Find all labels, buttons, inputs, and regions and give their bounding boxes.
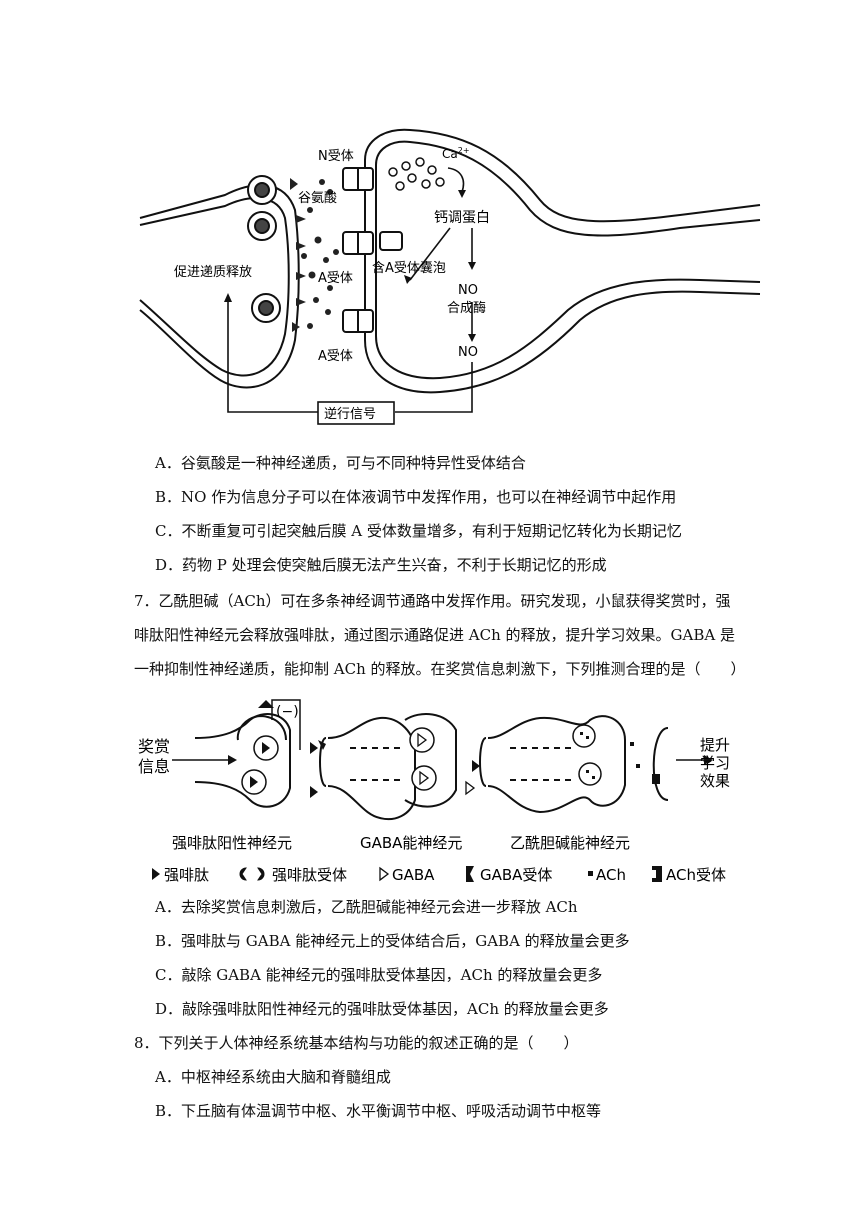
q6-option-a: A．谷氨酸是一种神经递质，可与不同种特异性受体结合	[155, 454, 526, 472]
q7-stem-line-1: 7．乙酰胆碱（ACh）可在多条神经调节通路中发挥作用。研究发现，小鼠获得奖赏时，…	[134, 592, 731, 610]
legend-dynorphin-label: 强啡肽	[164, 866, 209, 884]
q6-option-c: C．不断重复可引起突触后膜 A 受体数量增多，有利于短期记忆转化为长期记忆	[155, 522, 682, 540]
legend-dynorphin-receptor-icon	[239, 867, 265, 881]
legend-dynorphin-icon	[152, 868, 160, 880]
legend-dynorphin-receptor-label: 强啡肽受体	[272, 866, 347, 884]
promote-release-label: 促进递质释放	[174, 265, 252, 280]
synapse-diagram: N受体 Ca2+ 谷氨酸 钙调蛋白 促进递质释放 A受体 含A受体囊泡 NO 合…	[139, 128, 761, 425]
a-receptor-vesicle	[379, 231, 403, 251]
q8-option-b: B．下丘脑有体温调节中枢、水平衡调节中枢、呼吸活动调节中枢等	[155, 1102, 602, 1120]
ach-pathway-diagram: 奖赏 信息 (−)	[138, 699, 730, 884]
glutamate-label: 谷氨酸	[298, 191, 337, 206]
output-label-2: 学习	[700, 754, 730, 772]
gaba-neuron	[319, 716, 416, 820]
legend-gaba-label: GABA	[392, 866, 435, 884]
q7-option-b: B．强啡肽与 GABA 能神经元上的受体结合后，GABA 的释放量会更多	[155, 932, 630, 950]
calcium-ions	[388, 157, 445, 191]
reward-label-2: 信息	[138, 757, 170, 776]
legend-ach-icon	[588, 871, 593, 876]
no-synthase-label-2: 合成酶	[447, 300, 486, 316]
legend-gaba-receptor-icon	[466, 866, 474, 882]
legend-gaba-icon	[379, 866, 390, 882]
glutamate-particles	[301, 179, 339, 329]
calmodulin-label: 钙调蛋白	[434, 210, 490, 226]
q7-stem-line-3: 一种抑制性神经递质，能抑制 ACh 的释放。在奖赏信息刺激下，下列推测合理的是（…	[134, 660, 746, 678]
inhibit-label: (−)	[276, 704, 299, 720]
n-receptor-label: N受体	[318, 149, 354, 164]
output-label-3: 效果	[700, 772, 730, 790]
a-receptor-lower	[342, 309, 374, 333]
legend-ach-receptor-label: ACh受体	[666, 866, 726, 884]
postsynaptic-membrane	[364, 128, 761, 223]
q6-option-d: D．药物 P 处理会使突触后膜无法产生兴奋，不利于长期记忆的形成	[155, 556, 607, 574]
q6-option-b: B．NO 作为信息分子可以在体液调节中发挥作用，也可以在神经调节中起作用	[155, 488, 677, 506]
q7-option-a: A．去除奖赏信息刺激后，乙酰胆碱能神经元会进一步释放 ACh	[155, 898, 578, 916]
presynaptic-membrane-outer	[139, 184, 300, 389]
presynaptic-membrane-inner	[139, 197, 290, 377]
legend-ach-label: ACh	[596, 866, 626, 884]
neuron-1-label: 强啡肽阳性神经元	[172, 834, 292, 852]
q8-stem: 8．下列关于人体神经系统基本结构与功能的叙述正确的是（ ）	[134, 1034, 579, 1052]
q8-option-a: A．中枢神经系统由大脑和脊髓组成	[155, 1068, 391, 1086]
legend-gaba-receptor-label: GABA受体	[480, 866, 552, 884]
neuron-3-label: 乙酰胆碱能神经元	[510, 834, 630, 852]
retro-signal-box	[317, 401, 395, 425]
q7-option-d: D．敲除强啡肽阳性神经元的强啡肽受体基因，ACh 的释放量会更多	[155, 1000, 609, 1018]
output-label-1: 提升	[700, 736, 730, 754]
a-receptor-label-lower: A受体	[318, 349, 353, 364]
q7-stem-line-2: 啡肽阳性神经元会释放强啡肽，通过图示通路促进 ACh 的释放，提升学习效果。GA…	[134, 626, 735, 644]
vesicle-label: 含A受体囊泡	[372, 260, 446, 276]
dynorphin-neuron	[194, 713, 291, 808]
synaptic-vesicles	[247, 175, 281, 323]
ca-label: Ca2+	[442, 146, 470, 161]
a-receptor-upper	[342, 231, 374, 255]
gaba-neuron-body	[404, 713, 457, 808]
n-receptor	[342, 167, 374, 191]
ach-neuron	[479, 715, 626, 814]
reward-label-1: 奖赏	[138, 737, 170, 756]
target-cell	[652, 727, 669, 801]
retro-signal-label: 逆行信号	[324, 406, 376, 422]
neuron-2-label: GABA能神经元	[360, 834, 462, 852]
q7-option-c: C．敲除 GABA 能神经元的强啡肽受体基因，ACh 的释放量会更多	[155, 966, 603, 984]
no-synthase-label-1: NO	[458, 283, 478, 298]
no-label: NO	[458, 345, 478, 360]
a-receptor-label-upper: A受体	[318, 271, 353, 286]
legend-ach-receptor-icon	[652, 866, 662, 882]
